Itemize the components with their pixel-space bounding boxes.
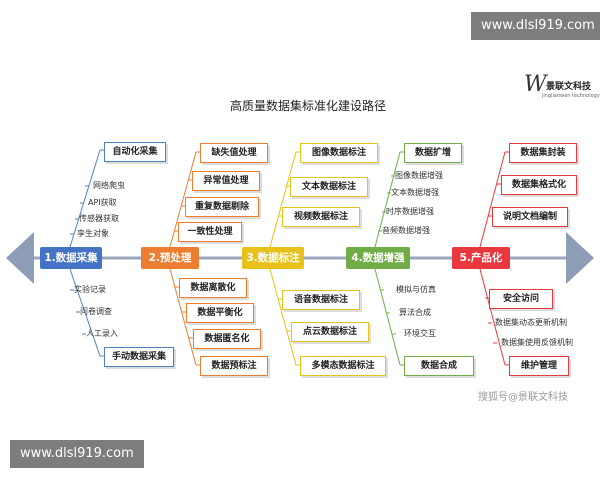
source-credit: 搜狐号@景联文科技 <box>478 392 568 403</box>
stage-4-label: 4.数据增强 <box>346 247 410 269</box>
s1-top-item: 传感器获取 <box>79 214 119 223</box>
s3-top-box: 图像数据标注 <box>300 143 378 163</box>
s2-top-box: 缺失值处理 <box>200 143 268 163</box>
s2-top-box: 异常值处理 <box>192 171 260 191</box>
stage-5-label: 5.产品化 <box>452 247 510 269</box>
s4-bottom-box: 数据合成 <box>404 356 474 376</box>
s4-top-item: 图像数据增强 <box>395 171 443 180</box>
s3-bottom-box: 点云数据标注 <box>291 322 369 342</box>
logo-name: 景联文科技 <box>546 82 592 92</box>
s5-bottom-box: 维护管理 <box>509 356 569 376</box>
s1-top-box: 自动化采集 <box>104 142 166 162</box>
s3-bottom-box: 语音数据标注 <box>282 290 360 310</box>
s2-bottom-box: 数据匿名化 <box>193 329 261 349</box>
s1-top-item: API获取 <box>88 198 117 207</box>
s1-bottom-item: 问卷调查 <box>80 307 112 316</box>
s4-bottom-item: 模拟与仿真 <box>396 285 436 294</box>
stage-2-label: 2.预处理 <box>141 247 199 269</box>
s3-bottom-box: 多模态数据标注 <box>300 356 386 376</box>
s5-top-box: 数据集格式化 <box>501 175 577 195</box>
s1-bottom-item: 实验记录 <box>74 285 106 294</box>
s5-bottom-item: 数据集动态更新机制 <box>495 318 567 327</box>
stage-1-label: 1.数据采集 <box>40 247 102 269</box>
s5-bottom-box: 安全访问 <box>489 289 553 309</box>
s4-top-item: 时序数据增强 <box>386 207 434 216</box>
s2-top-box: 重复数据剔除 <box>185 197 259 217</box>
logo-mark: W <box>524 72 547 97</box>
s5-top-box: 数据集封装 <box>509 143 577 163</box>
s1-top-item: 网络爬虫 <box>93 181 125 190</box>
s4-top-item: 音频数据增强 <box>382 226 430 235</box>
s1-top-item: 孪生对象 <box>77 229 109 238</box>
s1-bottom-item: 人工录入 <box>86 329 118 338</box>
watermark-bottom: www.dlsl919.com <box>10 440 144 468</box>
watermark-top: www.dlsl919.com <box>471 12 600 40</box>
logo-subtitle: jinglianwen technology <box>542 93 600 99</box>
s2-bottom-box: 数据平衡化 <box>186 303 254 323</box>
stage-3-label: 3.数据标注 <box>242 247 304 269</box>
s1-bottom-box: 手动数据采集 <box>104 347 174 367</box>
head-arrow <box>566 232 594 284</box>
diagram-title: 高质量数据集标准化建设路径 <box>230 99 387 113</box>
s4-top-item: 文本数据增强 <box>391 188 439 197</box>
s4-bottom-item: 环境交互 <box>404 329 436 338</box>
s4-top-box: 数据扩增 <box>404 143 462 163</box>
s2-bottom-box: 数据离散化 <box>179 278 247 298</box>
s2-top-box: 一致性处理 <box>178 222 242 242</box>
s5-bottom-item: 数据集使用反馈机制 <box>501 338 573 347</box>
s2-bottom-box: 数据预标注 <box>200 356 268 376</box>
s4-bottom-item: 算法合成 <box>399 308 431 317</box>
s3-top-box: 视频数据标注 <box>282 207 360 227</box>
s5-top-box: 说明文档编制 <box>492 207 568 227</box>
s3-top-box: 文本数据标注 <box>290 177 368 197</box>
tail-arrow <box>6 232 34 284</box>
